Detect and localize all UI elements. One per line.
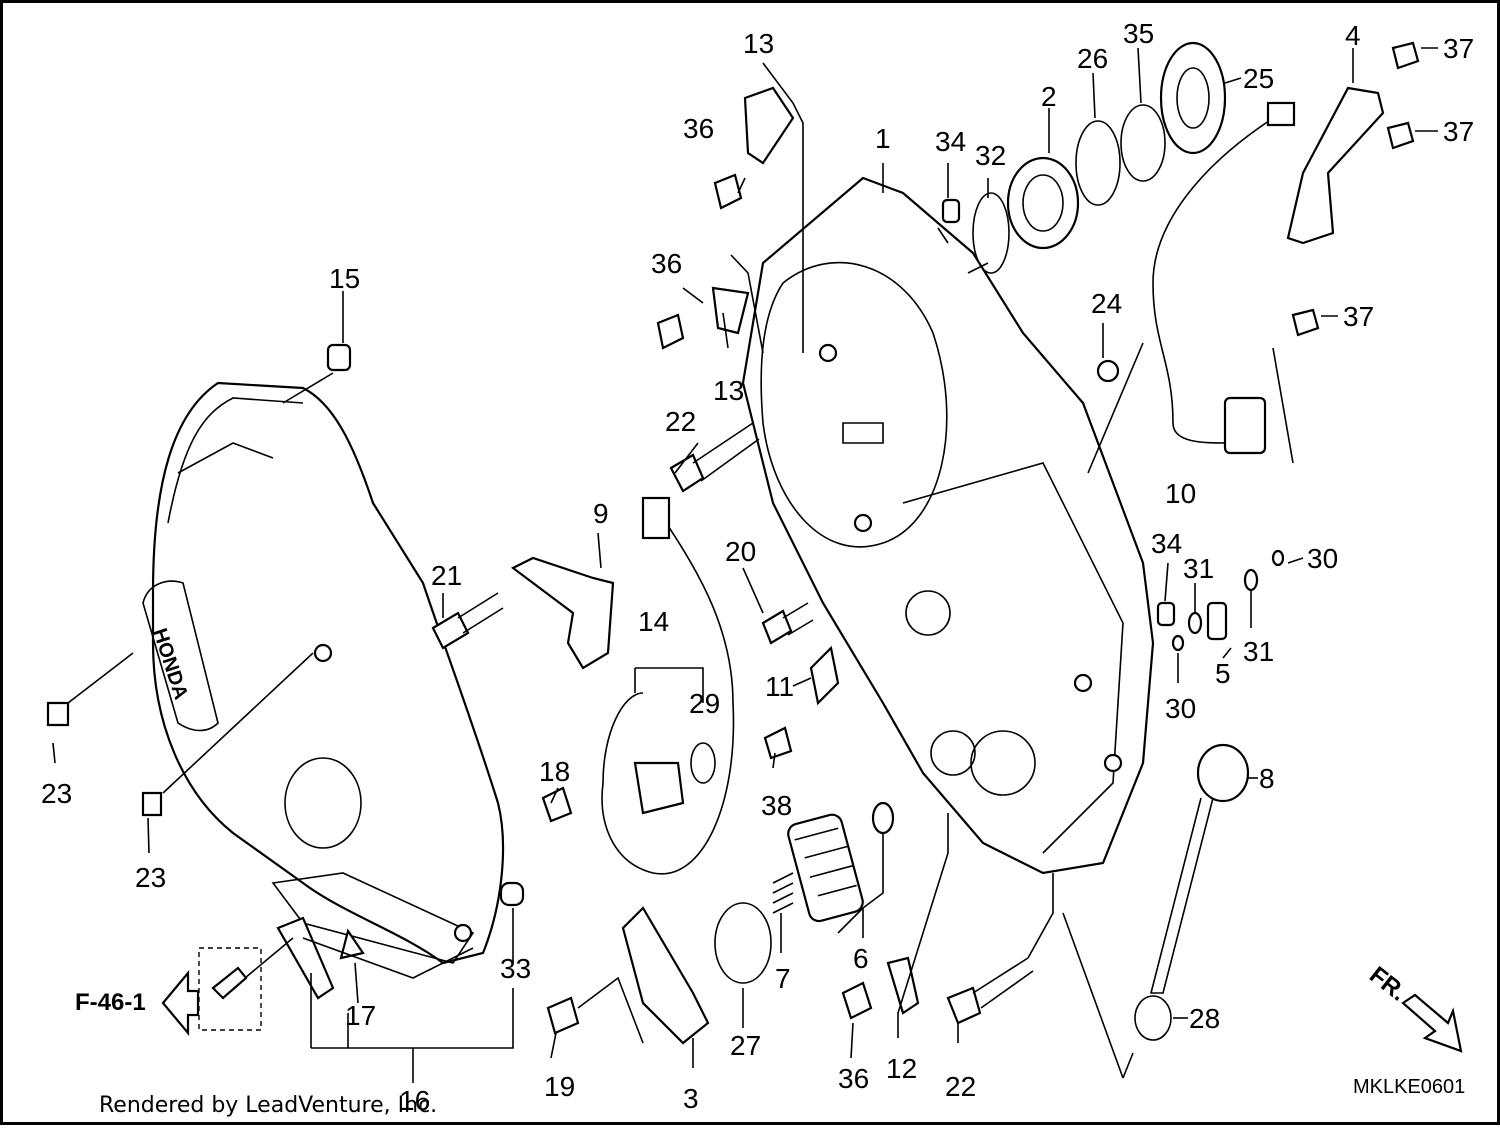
callout-34-top: 34 [935, 126, 966, 157]
callout-36-mid: 36 [651, 248, 682, 279]
callout-11: 11 [765, 671, 794, 702]
callout-20: 20 [725, 536, 756, 567]
small-parts [46, 41, 1420, 1045]
front-marker: FR. [1364, 961, 1463, 1053]
left-crankcase-cover: HONDA [142, 381, 505, 965]
callout-17: 17 [345, 1000, 376, 1031]
front-marker-text: FR. [1364, 961, 1411, 1006]
diagram-code: MKLKE0601 [1353, 1076, 1465, 1098]
diagram-svg: HONDA [41, 18, 1474, 1116]
callout-9: 9 [593, 498, 609, 529]
callout-16: 16 [399, 1085, 430, 1116]
leader-lines [52, 47, 1438, 1083]
callout-38: 38 [761, 790, 792, 821]
callout-24: 24 [1091, 288, 1122, 319]
callout-3: 3 [683, 1083, 699, 1114]
callout-12: 12 [886, 1053, 917, 1084]
callout-18: 18 [539, 756, 570, 787]
callout-5: 5 [1215, 658, 1231, 689]
callout-31-lower: 31 [1243, 636, 1274, 667]
callout-21: 21 [431, 560, 462, 591]
callout-10: 10 [1165, 478, 1196, 509]
reference-label[interactable]: F-46-1 [75, 989, 146, 1016]
callout-34-right: 34 [1151, 528, 1182, 559]
callout-25: 25 [1243, 63, 1274, 94]
callout-30-right: 30 [1307, 543, 1338, 574]
callout-22-mid: 22 [665, 406, 696, 437]
callout-37-top: 37 [1443, 33, 1474, 64]
callout-33: 33 [500, 953, 531, 984]
reference-arrow[interactable]: F-46-1 [75, 969, 200, 1037]
callout-36-bottom: 36 [838, 1063, 869, 1094]
callout-19: 19 [544, 1071, 575, 1102]
right-crankcase-cover [741, 176, 1155, 875]
callout-labels: 1 2 3 4 5 6 7 8 9 10 11 12 13 13 14 15 1… [41, 18, 1474, 1116]
callout-2: 2 [1041, 81, 1057, 112]
callout-36-top: 36 [683, 113, 714, 144]
callout-27: 27 [730, 1030, 761, 1061]
callout-4: 4 [1345, 20, 1361, 51]
callout-8: 8 [1259, 763, 1275, 794]
credit-text: Rendered by LeadVenture, Inc. [99, 1093, 438, 1118]
callout-13-top: 13 [743, 28, 774, 59]
callout-14: 14 [638, 606, 669, 637]
callout-6: 6 [853, 943, 869, 974]
callout-1: 1 [875, 123, 891, 154]
callout-37-second: 37 [1443, 116, 1474, 147]
callout-35: 35 [1123, 18, 1154, 49]
callout-31-upper: 31 [1183, 553, 1214, 584]
callout-23-center: 23 [135, 862, 166, 893]
callout-28: 28 [1189, 1003, 1220, 1034]
callout-22-bottom: 22 [945, 1071, 976, 1102]
callout-32: 32 [975, 140, 1006, 171]
callout-13-mid: 13 [713, 375, 744, 406]
callout-7: 7 [775, 963, 791, 994]
callout-37-third: 37 [1343, 301, 1374, 332]
callout-23-left: 23 [41, 778, 72, 809]
callout-15: 15 [329, 263, 360, 294]
callout-29: 29 [689, 688, 720, 719]
callout-30-lower: 30 [1165, 693, 1196, 724]
callout-26: 26 [1077, 43, 1108, 74]
